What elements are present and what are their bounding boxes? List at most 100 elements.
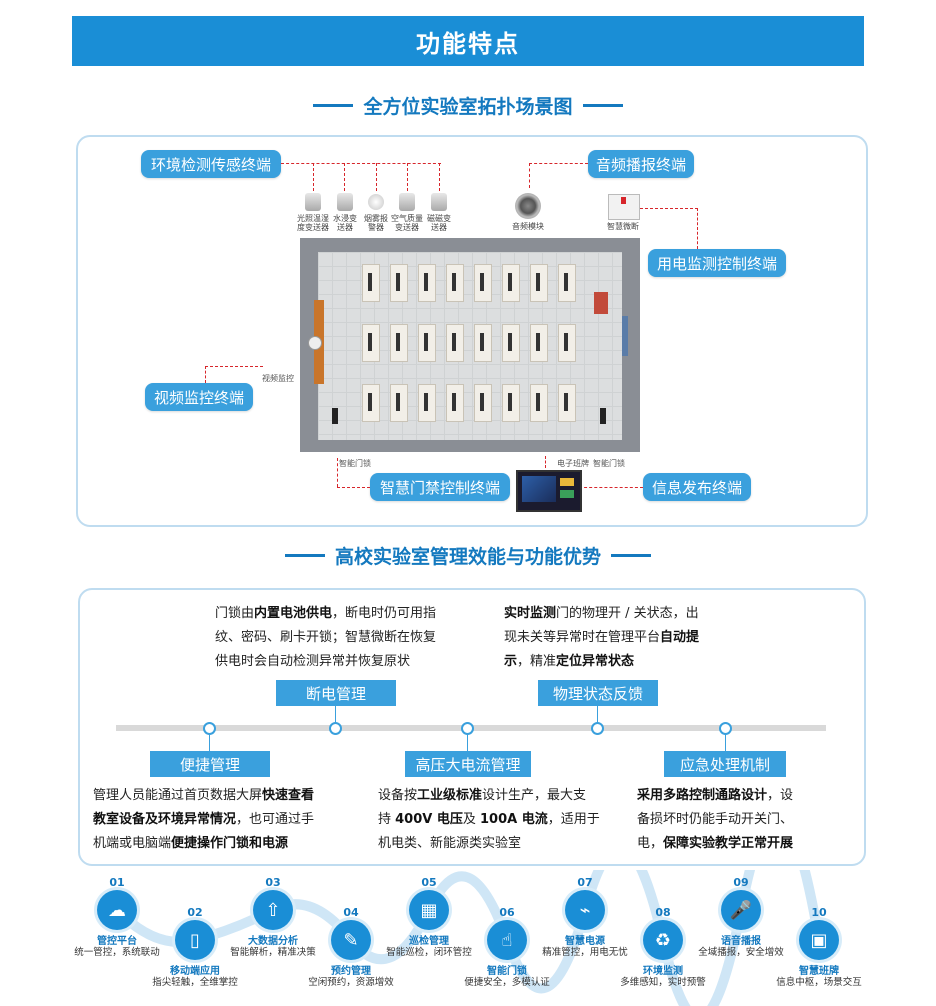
device-label-1: 光照温湿度变送器 xyxy=(297,214,329,232)
monitor-icon xyxy=(536,273,540,291)
emergency-desc: 采用多路控制通路设计，设 备损坏时仍能手动开关门、 电，保障实验教学正常开展 xyxy=(637,784,837,856)
monitor-icon xyxy=(368,333,372,351)
feature-number: 06 xyxy=(499,906,515,919)
feature-number: 02 xyxy=(187,906,203,919)
feature-number: 05 xyxy=(421,876,437,889)
feature-description: 精准管控，用电无忧 xyxy=(542,947,628,958)
page-title: 功能特点 xyxy=(72,16,864,66)
title-dash-right-2 xyxy=(611,553,651,557)
lab-room xyxy=(300,238,640,452)
status-text-a: 门的物理开 / 关状态，出 xyxy=(556,606,699,621)
monitor-icon xyxy=(452,333,456,351)
status-bold-d: 定位异常状态 xyxy=(556,654,635,669)
conv-text-a: 管理人员能通过首页数据大屏 xyxy=(93,788,263,803)
audio-module-label: 音频模块 xyxy=(512,222,544,231)
connector-video-v xyxy=(205,366,206,383)
feature-number: 01 xyxy=(109,876,125,889)
env-sensor-tag: 环境检测传感终端 xyxy=(141,150,281,178)
convenient-desc: 管理人员能通过首页数据大屏快速查看 教室设备及环境异常情况，也可通过手 机端或电… xyxy=(93,784,343,856)
timeline-dot-3 xyxy=(461,722,474,735)
monitor-icon xyxy=(480,273,484,291)
magnetic-sensor-icon xyxy=(431,193,447,211)
conv-bold-a: 快速查看 xyxy=(262,788,315,803)
student-desk xyxy=(558,384,576,422)
feature-number: 09 xyxy=(733,876,749,889)
student-desk xyxy=(474,324,492,362)
connector-audio-h xyxy=(529,163,588,164)
connector-power-v xyxy=(697,208,698,249)
power-text-c: 纹、密码、刷卡开锁；智慧微断在恢复 xyxy=(215,630,437,645)
monitor-icon xyxy=(508,333,512,351)
em-bold-b: 保障实验教学正常开展 xyxy=(663,836,794,851)
door-lock-right-icon xyxy=(600,408,606,424)
breaker-label: 智慧微断 xyxy=(607,222,639,231)
emergency-label: 应急处理机制 xyxy=(664,751,786,777)
monitor-icon xyxy=(452,393,456,411)
timeline-dot-4 xyxy=(591,722,604,735)
mobile-icon: ▯ xyxy=(175,920,215,960)
breaker-icon xyxy=(608,194,640,220)
feature-number: 08 xyxy=(655,906,671,919)
recycle-icon: ♻ xyxy=(643,920,683,960)
air-quality-sensor-icon xyxy=(399,193,415,211)
feature-number: 10 xyxy=(811,906,827,919)
connector-door-v xyxy=(337,458,338,487)
student-desk xyxy=(558,264,576,302)
feature-number: 03 xyxy=(265,876,281,889)
timeline-dot-5 xyxy=(719,722,732,735)
connector-d5 xyxy=(439,163,440,191)
hv-bold-c: 100A 电流 xyxy=(480,812,548,827)
device-label-3: 烟雾报警器 xyxy=(364,214,388,232)
high-voltage-label: 高压大电流管理 xyxy=(405,751,531,777)
timeline-stem-3 xyxy=(209,731,210,751)
feature-description: 多维感知，实时预警 xyxy=(620,977,706,988)
monitor-icon xyxy=(396,393,400,411)
feature-description: 空闲预约，资源增效 xyxy=(308,977,394,988)
feature-description: 智能巡检，闭环管控 xyxy=(386,947,472,958)
connector-board-v xyxy=(545,456,546,468)
clipboard-icon: ✎ xyxy=(331,920,371,960)
monitor-icon xyxy=(508,273,512,291)
student-desk xyxy=(390,324,408,362)
student-desk xyxy=(474,384,492,422)
connector-d1 xyxy=(313,163,314,191)
feature-label: 智慧班牌 xyxy=(799,966,839,977)
student-desk xyxy=(502,264,520,302)
circuit-icon: ⌁ xyxy=(565,890,605,930)
status-text-c: ，精准 xyxy=(517,654,557,669)
advantages-section-title: 高校实验室管理效能与功能优势 xyxy=(0,542,936,568)
speaker-icon xyxy=(515,193,541,219)
student-desk xyxy=(418,324,436,362)
connector-power-h xyxy=(640,208,698,209)
water-sensor-icon xyxy=(337,193,353,211)
microphone-icon: 🎤 xyxy=(721,890,761,930)
power-monitor-tag: 用电监测控制终端 xyxy=(648,249,786,277)
student-desk xyxy=(530,264,548,302)
power-text-b: ，断电时仍可用指 xyxy=(332,606,437,621)
cloud-devices-icon: ☁ xyxy=(97,890,137,930)
timeline-stem-1 xyxy=(335,706,336,725)
student-desk xyxy=(474,264,492,302)
timeline-stem-5 xyxy=(725,731,726,751)
hv-text-d: 及 xyxy=(462,812,481,827)
status-feedback-label: 物理状态反馈 xyxy=(538,680,658,706)
timeline-dot-1 xyxy=(203,722,216,735)
feature-label: 移动端应用 xyxy=(170,966,220,977)
connector-info-h xyxy=(579,487,643,488)
monitor-icon xyxy=(396,273,400,291)
title-dash-right xyxy=(582,103,623,107)
light-temp-sensor-icon xyxy=(305,193,321,211)
topology-section-title: 全方位实验室拓扑场景图 xyxy=(0,92,936,118)
title-dash-left-2 xyxy=(284,553,325,557)
status-bold-c: 示 xyxy=(504,654,518,669)
cloud-upload-icon: ⇧ xyxy=(253,890,293,930)
feature-label: 大数据分析 xyxy=(248,936,298,947)
student-desk xyxy=(502,384,520,422)
hv-text-a: 设备按 xyxy=(378,788,418,803)
em-bold-a: 采用多路控制通路设计 xyxy=(637,788,768,803)
conv-bold-b: 教室设备及环境异常情况 xyxy=(93,812,237,827)
camera-icon xyxy=(308,336,322,350)
door-lock-label: 智能门锁 xyxy=(339,459,371,468)
connector-audio-v xyxy=(529,163,530,188)
power-mgmt-label: 断电管理 xyxy=(276,680,396,706)
